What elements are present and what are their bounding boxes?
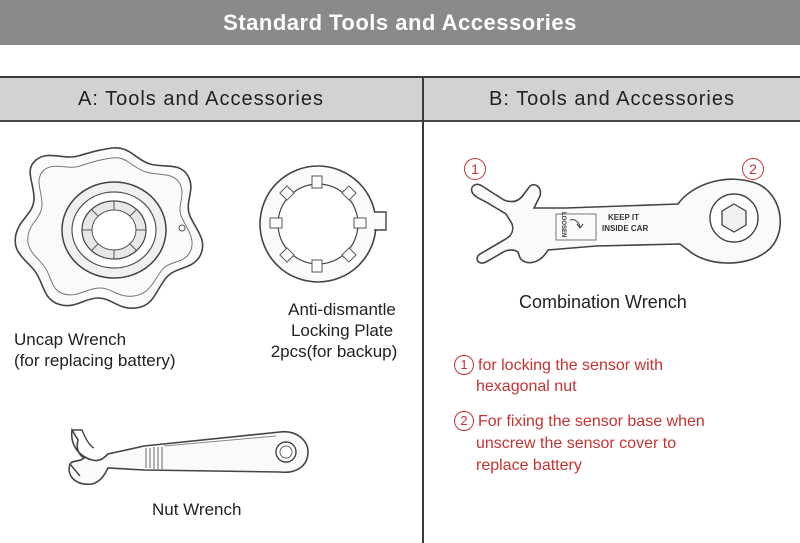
combination-wrench-label: Combination Wrench	[519, 292, 687, 312]
wrench-text-loosen: LOOSEN	[560, 212, 566, 237]
locking-plate-image	[259, 165, 387, 283]
locking-plate-label-3: 2pcs(for backup)	[270, 342, 398, 361]
locking-plate-label-1: Anti-dismantle	[288, 300, 396, 319]
wrench-text-inside: INSIDE CAR	[602, 224, 648, 233]
marker-2: 2	[742, 158, 764, 180]
panel-a-title: A: Tools and Accessories	[78, 87, 324, 110]
locking-plate-label-2: Locking Plate	[290, 321, 394, 340]
note-2-line-1: For fixing the sensor base when	[478, 413, 705, 430]
note-1-number: 1	[454, 355, 474, 375]
note-2-line-3: replace battery	[476, 457, 582, 474]
panel-b: B: Tools and Accessories 1 2 KEEP IT INS…	[422, 76, 800, 543]
wrench-text-keep: KEEP IT	[608, 213, 639, 222]
uncap-wrench-image	[14, 147, 204, 309]
uncap-wrench-label-1: Uncap Wrench	[14, 330, 127, 349]
uncap-wrench-label-2: (for replacing battery)	[14, 351, 176, 370]
nut-wrench-image	[68, 427, 309, 486]
page-banner: Standard Tools and Accessories	[0, 0, 800, 45]
panel-a: A: Tools and Accessories Uncap Wre	[0, 76, 424, 543]
panel-b-title: B: Tools and Accessories	[489, 87, 735, 110]
note-2-line-2: unscrew the sensor cover to	[476, 435, 677, 452]
combination-wrench-image: KEEP IT INSIDE CAR LOOSEN	[470, 178, 781, 264]
page-title: Standard Tools and Accessories	[223, 9, 577, 35]
panel-b-header: B: Tools and Accessories	[424, 78, 800, 122]
note-2-number: 2	[454, 411, 474, 431]
note-1-line-1: for locking the sensor with	[478, 357, 663, 374]
note-1-line-2: hexagonal nut	[476, 378, 577, 395]
panel-a-header: A: Tools and Accessories	[0, 78, 422, 122]
marker-1: 1	[464, 158, 486, 180]
nut-wrench-label: Nut Wrench	[152, 500, 242, 519]
